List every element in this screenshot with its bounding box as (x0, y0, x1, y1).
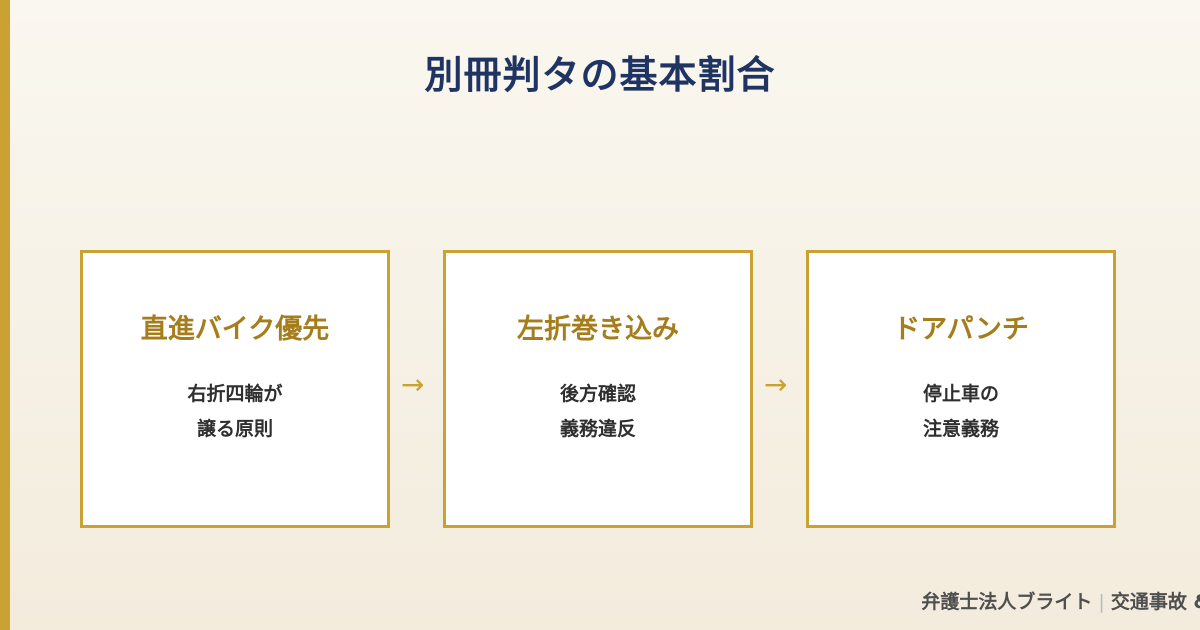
arrow-right-icon: → (764, 368, 788, 401)
card-body: 停止車の 注意義務 (809, 377, 1113, 447)
arrow-right-icon: → (401, 368, 425, 401)
card-line: 後方確認 (559, 383, 636, 405)
footer-org: 弁護士法人ブライト (921, 591, 1093, 613)
footer-credit: 弁護士法人ブライト|交通事故 & (921, 587, 1200, 614)
card-title: ドアパンチ (893, 314, 1029, 345)
card-door-punch: ドアパンチ 停止車の 注意義務 (806, 250, 1116, 528)
page-title: 別冊判タの基本割合 (424, 53, 776, 97)
card-title: 直進バイク優先 (140, 314, 330, 345)
accent-bar (0, 0, 10, 630)
card-body: 後方確認 義務違反 (446, 377, 750, 447)
card-line: 譲る原則 (196, 418, 273, 440)
card-body: 右折四輪が 譲る原則 (83, 377, 387, 447)
card-straight-bike: 直進バイク優先 右折四輪が 譲る原則 (80, 250, 390, 528)
card-title: 左折巻き込み (517, 314, 679, 345)
card-line: 義務違反 (559, 418, 636, 440)
card-left-turn: 左折巻き込み 後方確認 義務違反 (443, 250, 753, 528)
footer-topic: 交通事故 & (1110, 591, 1200, 613)
card-line: 停止車の (922, 383, 999, 405)
card-line: 注意義務 (922, 418, 999, 440)
footer-separator: | (1098, 591, 1105, 613)
card-line: 右折四輪が (187, 383, 283, 405)
